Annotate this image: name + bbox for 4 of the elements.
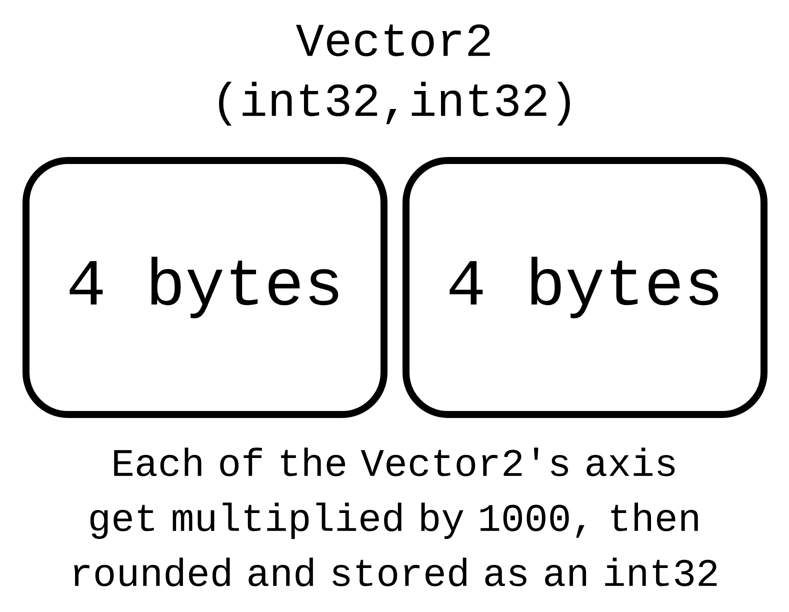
byte-box: 4 bytes	[402, 157, 768, 418]
caption: Each of the Vector2's axis get multiplied by 1000, then rounded and stored as an int32	[74, 448, 717, 586]
title: Vector2 (int32,int32)	[219, 24, 570, 126]
byte-box: 4 bytes	[22, 157, 388, 418]
